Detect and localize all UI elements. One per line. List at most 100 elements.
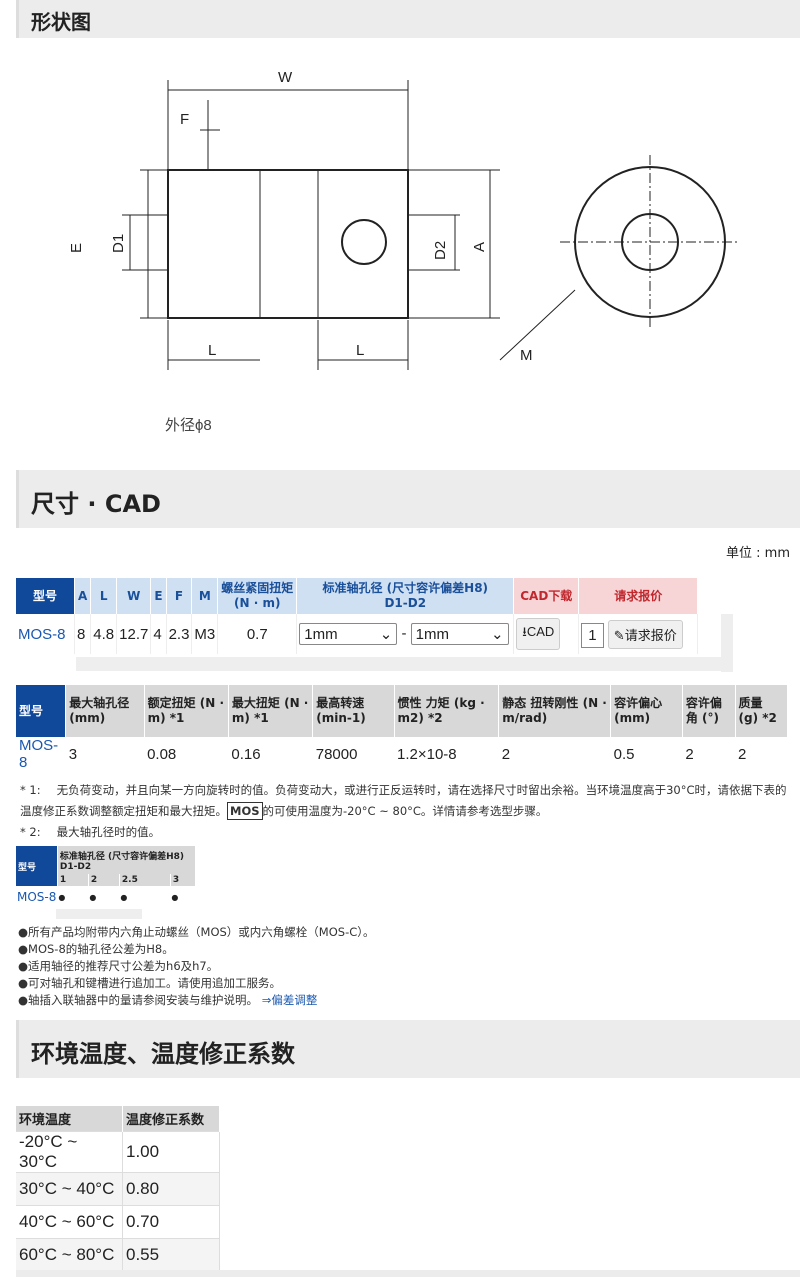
label-l1: L (208, 342, 216, 359)
note-text: 的可使用温度为-20°C ~ 80°C。详情请参考选型步骤。 (262, 804, 548, 818)
model-link[interactable]: MOS-8 (16, 614, 75, 654)
col-model: 型号 (16, 846, 58, 886)
label-f: F (180, 111, 189, 128)
col-model: 型号 (16, 578, 75, 614)
cell: 2.3 (166, 614, 193, 654)
cell: 2 (685, 745, 694, 763)
chevron-down-icon: ⌄ (379, 626, 393, 643)
dot: ● (171, 892, 179, 902)
col-temp: 环境温度 (16, 1106, 123, 1132)
quote-button[interactable]: ✎请求报价 (607, 619, 683, 649)
col-l: L (90, 578, 118, 614)
cell: 2 (501, 745, 511, 763)
shape-drawing: W F E D1 D2 A L L M 外径ϕ8 (68, 69, 740, 434)
unit-label: 单位 : mm (726, 546, 790, 561)
specs-table: 型号 最大轴孔径 (mm) 额定扭矩 (N · m) *1 最大扭矩 (N · … (16, 685, 789, 771)
horizontal-scrollbar[interactable] (56, 909, 142, 919)
col-model: 型号 (16, 685, 67, 737)
h: (N · m) (234, 596, 281, 610)
col-mass: 质量 (g) *2 (735, 685, 789, 737)
cell: 30°C ~ 40°C (16, 1172, 123, 1206)
model-link[interactable]: MOS-8 (17, 890, 57, 904)
horizontal-scrollbar[interactable] (76, 657, 721, 671)
h: 标准轴孔径 (尺寸容许偏差H8) (59, 851, 185, 862)
d2-value: 1mm (415, 625, 449, 643)
list-item: ●所有产品均附带内六角止动螺丝（MOS）或内六角螺栓（MOS-C）。 (18, 925, 375, 939)
cell: 0.16 (231, 745, 261, 763)
col: 2 (88, 874, 120, 886)
section-header-temp: 环境温度、温度修正系数 (16, 1020, 800, 1078)
section-title: 尺寸 · CAD (31, 490, 161, 518)
d1-select[interactable]: 1mm ⌄ (299, 623, 398, 645)
col-e: E (150, 578, 167, 614)
dot: ● (89, 892, 97, 902)
section-title: 形状图 (31, 10, 91, 34)
cell: 12.7 (116, 614, 152, 654)
label-d1: D1 (110, 234, 127, 253)
col-f: F (166, 578, 193, 614)
col-coef: 温度修正系数 (122, 1106, 220, 1132)
section-header-shape: 形状图 (16, 0, 800, 38)
col: 1 (57, 874, 89, 886)
col-m: M (191, 578, 219, 614)
cell: 78000 (315, 745, 358, 763)
col-max-bore: 最大轴孔径 (mm) (65, 685, 145, 737)
label-l2: L (356, 342, 364, 359)
note-mark: * 2: (20, 825, 41, 839)
d1-value: 1mm (304, 625, 338, 643)
vertical-scrollbar[interactable] (721, 614, 733, 672)
coupling-body (167, 169, 409, 319)
deviation-link[interactable]: ⇒偏差调整 (261, 993, 318, 1007)
col-a: A (74, 578, 92, 614)
col-eccentric: 容许偏心 (mm) (610, 685, 683, 737)
label-w: W (278, 69, 293, 86)
h: D1-D2 (59, 861, 92, 872)
dot: ● (58, 892, 66, 902)
cell: 8 (74, 614, 92, 654)
section-header-dims: 尺寸 · CAD (16, 470, 800, 528)
cell: -20°C ~ 30°C (16, 1131, 123, 1173)
col-quote: 请求报价 (578, 578, 699, 614)
note-text: 最大轴孔径时的值。 (56, 825, 161, 839)
download-icon: ⭳ (522, 624, 527, 639)
cell: 0.70 (122, 1205, 220, 1239)
quantity-input[interactable]: 1 (581, 622, 604, 648)
cell: 4.8 (90, 614, 118, 654)
d2-select[interactable]: 1mm ⌄ (410, 623, 509, 645)
cell: 0.7 (217, 614, 298, 654)
label-m: M (520, 347, 533, 364)
mos-badge: MOS (227, 802, 263, 820)
note-mark: * 1: (20, 783, 41, 797)
list-item: ●适用轴径的推荐尺寸公差为h6及h7。 (18, 959, 219, 973)
col: 3 (170, 874, 196, 886)
cad-download-button[interactable]: ⭳CAD (516, 618, 561, 650)
cell: 0.5 (613, 745, 635, 763)
list-item: ●可对轴孔和键槽进行追加工。请使用追加工服务。 (18, 976, 282, 990)
footnotes: * 1: 无负荷变动，并且向某一方向旋转时的值。负荷变动大，或进行正反运转时，请在… (20, 780, 790, 843)
cell: 40°C ~ 60°C (16, 1205, 123, 1239)
table-row: MOS-8 3 0.08 0.16 78000 1.2×10-8 2 0.5 2… (16, 737, 788, 771)
h: 螺丝紧固扭矩 (221, 581, 294, 595)
next-section-bar (16, 1270, 800, 1277)
cell: 1.00 (122, 1131, 220, 1173)
model-link[interactable]: MOS-8 (19, 737, 59, 771)
quote-label: 请求报价 (624, 627, 677, 643)
col-torque: 螺丝紧固扭矩(N · m) (217, 578, 298, 614)
label-a: A (471, 242, 488, 252)
note-text: 无负荷变动，并且向某一方向旋转时的值。负荷变动大，或进行正反运转时，请在选择尺寸… (56, 783, 787, 797)
col-w: W (116, 578, 152, 614)
cell: 0.08 (147, 745, 177, 763)
drawing-caption: 外径ϕ8 (165, 417, 212, 434)
table-row: MOS-8 8 4.8 12.7 4 2.3 M3 0.7 1mm⌄ - 1mm… (16, 614, 699, 654)
h: D1-D2 (384, 596, 427, 610)
chevron-down-icon: ⌄ (491, 626, 504, 643)
cell: M3 (191, 614, 219, 654)
cell: 3 (68, 745, 78, 763)
dot: ● (120, 892, 128, 902)
cad-label: CAD (526, 624, 555, 639)
